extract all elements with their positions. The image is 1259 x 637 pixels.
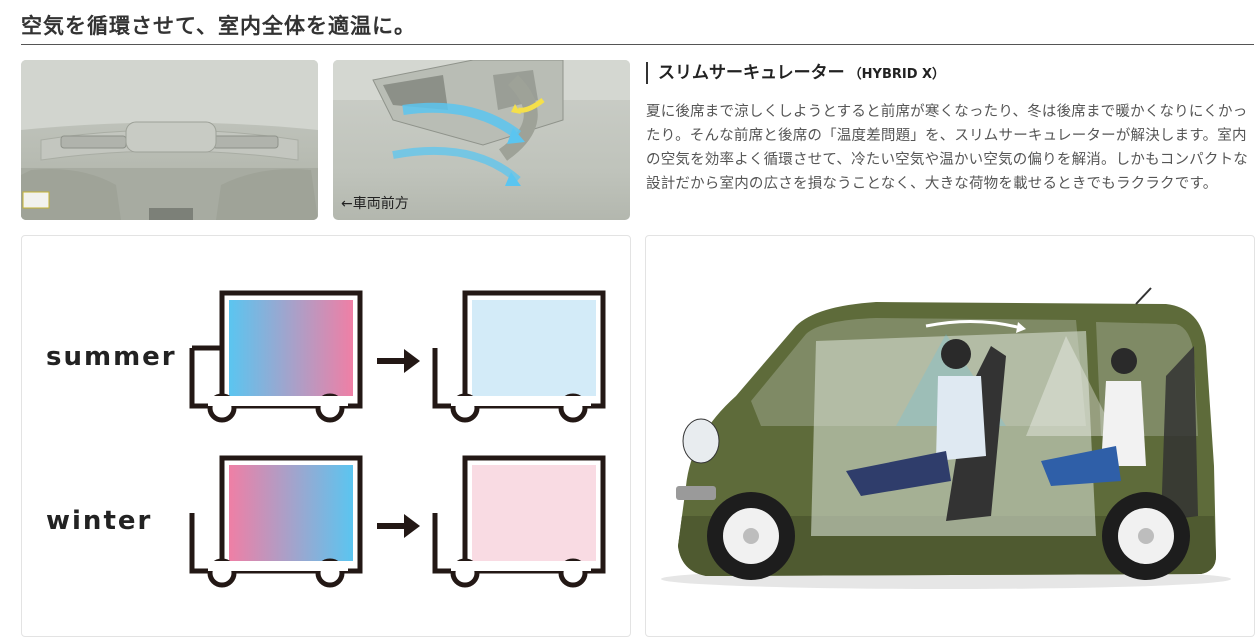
- winter-label: winter: [46, 506, 153, 536]
- temperature-diagram-panel: summer winter: [21, 235, 631, 637]
- winter-before-car-icon: [189, 455, 363, 588]
- summer-label: summer: [46, 342, 177, 372]
- summer-after-car-icon: [432, 290, 606, 423]
- summer-before-car-icon: [189, 290, 363, 423]
- car-cutaway-panel: [645, 235, 1255, 637]
- feature-grade-tag: （HYBRID X）: [848, 67, 946, 82]
- vehicle-front-caption: ←車両前方: [341, 196, 409, 212]
- title-divider: [21, 44, 1254, 45]
- circulator-closeup-photo: ←車両前方: [333, 60, 630, 220]
- feature-heading: スリムサーキュレーター（HYBRID X）: [646, 62, 945, 84]
- car-cutaway-illustration: [661, 287, 1231, 589]
- circulator-ceiling-photo: [21, 60, 318, 220]
- feature-description: 夏に後席まで涼しくしようとすると前席が寒くなったり、冬は後席まで暖かくなりにくか…: [646, 104, 1248, 192]
- section-title: 空気を循環させて、室内全体を適温に。: [21, 14, 416, 38]
- winter-after-car-icon: [432, 455, 606, 588]
- feature-heading-text: スリムサーキュレーター: [658, 63, 845, 83]
